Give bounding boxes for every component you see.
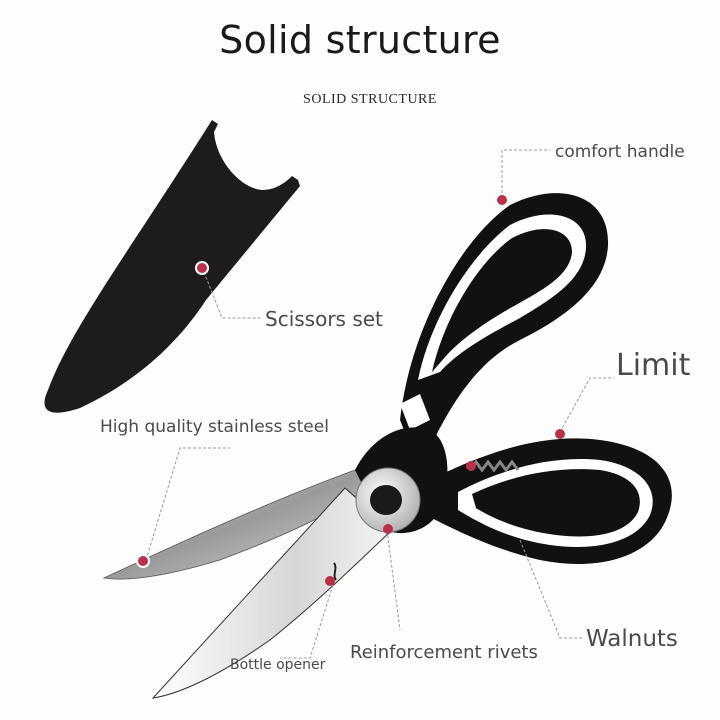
marker-scissors-set (195, 261, 209, 275)
walnut-cracker-teeth (468, 459, 520, 473)
marker-walnut (466, 461, 476, 471)
marker-bottle-opener (325, 576, 335, 586)
upper-handle (400, 193, 609, 470)
label-walnuts: Walnuts (586, 626, 678, 652)
label-limit: Limit (616, 348, 691, 383)
label-bottle-opener: Bottle opener (230, 657, 326, 673)
page-subtitle: SOLID STRUCTURE (303, 92, 437, 107)
marker-rivet (383, 524, 393, 534)
label-reinforcement-rivets: Reinforcement rivets (350, 642, 538, 663)
callout-markers (136, 195, 565, 586)
label-comfort-handle: comfort handle (555, 142, 685, 162)
leader-lines (145, 149, 614, 659)
marker-comfort-handle (497, 195, 507, 205)
pivot-rivet (355, 467, 421, 533)
label-scissors-set: Scissors set (265, 307, 383, 331)
label-stainless-steel: High quality stainless steel (100, 417, 329, 437)
marker-limit (555, 429, 565, 439)
page-title: Solid structure (219, 18, 501, 62)
scissors-sheath (44, 120, 300, 413)
bottle-opener-notch (333, 562, 337, 581)
lower-handle (420, 438, 672, 564)
marker-stainless-steel (136, 554, 150, 568)
lower-blade (151, 487, 393, 699)
